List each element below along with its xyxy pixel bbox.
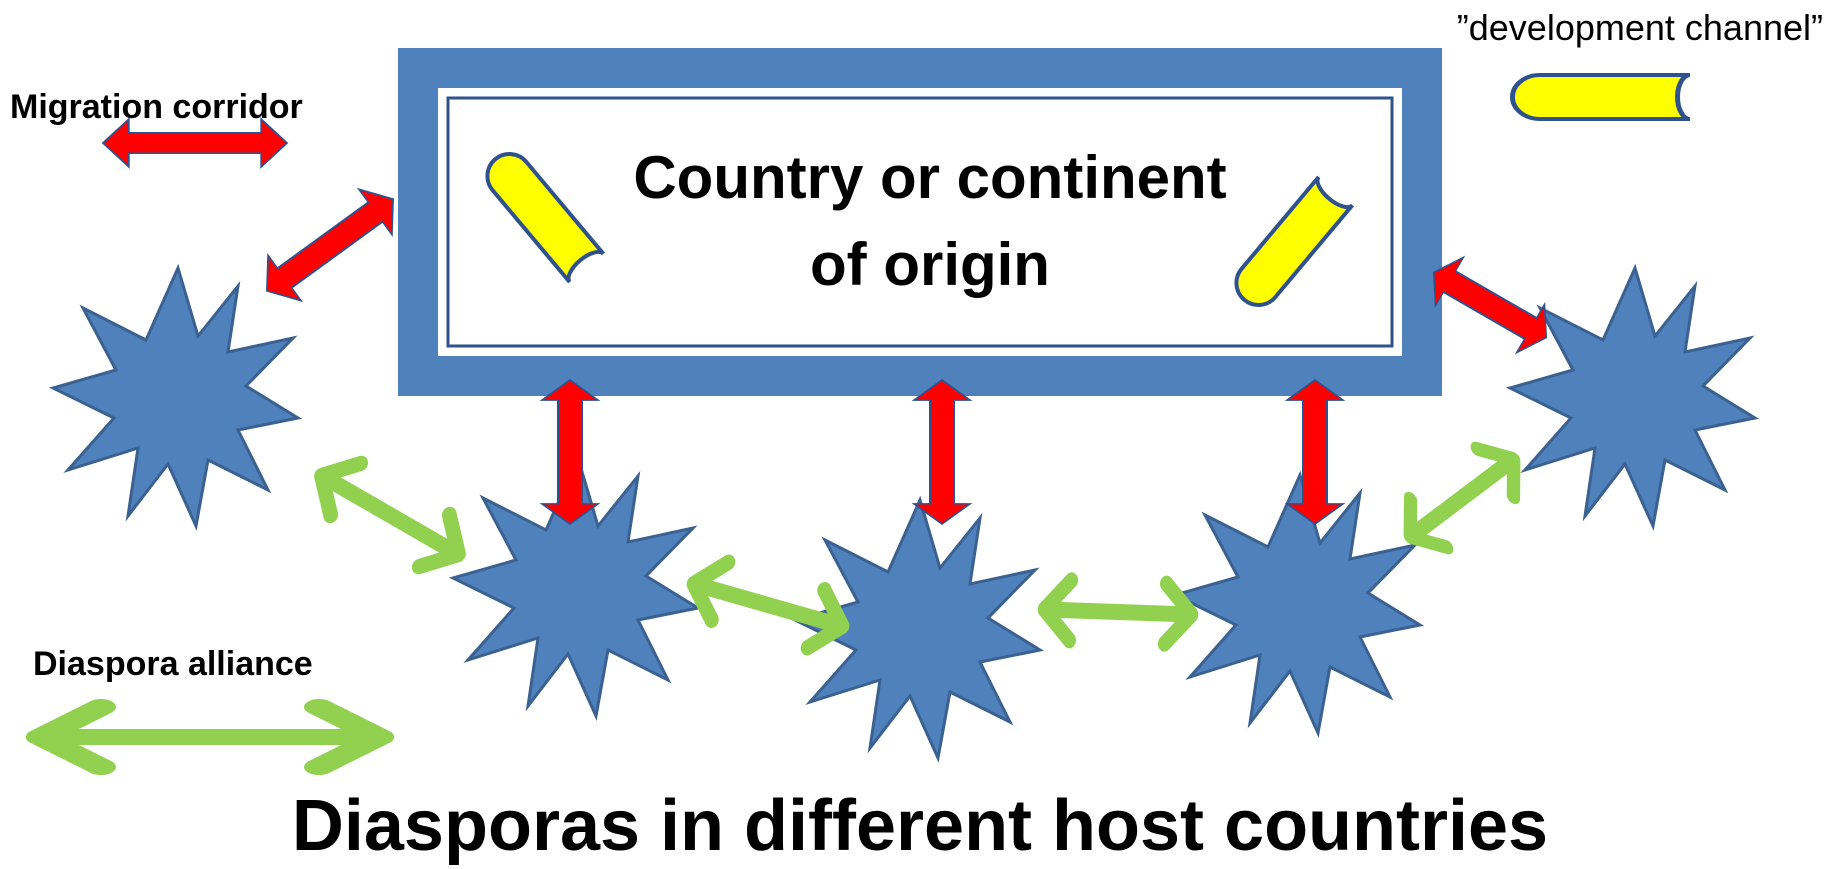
star-burst-icon — [1508, 266, 1757, 528]
origin-title-line1: Country or continent — [633, 144, 1226, 211]
alliance-arrow — [306, 449, 473, 580]
origin-title-line2: of origin — [810, 231, 1050, 298]
star-burst-icon — [51, 266, 300, 528]
alliance-arrow — [1392, 435, 1532, 561]
alliance-arrow — [1043, 579, 1193, 644]
migration-arrow — [249, 175, 411, 315]
legend-migration-arrow — [102, 118, 288, 168]
alliance-arrow — [685, 555, 850, 655]
pipe-icon — [1513, 75, 1691, 119]
legend-channel-label: ”development channel” — [1457, 7, 1823, 48]
legend-alliance-arrow — [41, 707, 379, 767]
origin-box-inner-border — [446, 96, 1394, 348]
legend-migration-label: Migration corridor — [10, 88, 303, 126]
footer-title: Diasporas in different host countries — [292, 786, 1548, 866]
legend-alliance-label: Diaspora alliance — [33, 645, 313, 683]
origin-box-frame — [398, 48, 1442, 396]
migration-arrow — [913, 379, 971, 525]
star-burst-icon — [1173, 473, 1422, 735]
